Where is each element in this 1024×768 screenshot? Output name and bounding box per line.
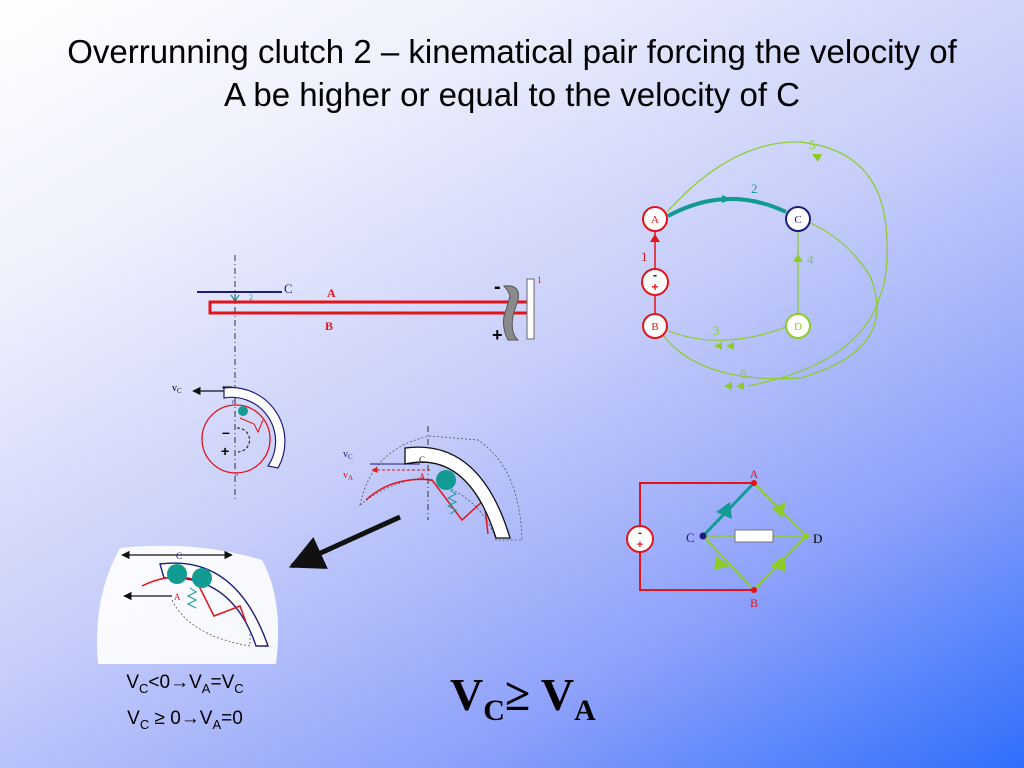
node-a-label: A [651, 214, 659, 226]
sign-minus-2: – [222, 424, 230, 440]
edge-6-label: 6 [740, 366, 747, 381]
label-b: B [235, 473, 239, 478]
arrow-5 [812, 154, 822, 162]
dotted-outline [171, 599, 251, 647]
node-d [803, 533, 809, 539]
vc-label: vC [172, 383, 182, 395]
edge-3 [665, 326, 787, 341]
roller [238, 406, 248, 416]
edge-1-label: 1 [641, 249, 648, 264]
wire-top [639, 482, 754, 527]
spring [446, 489, 458, 515]
inner-race-a [365, 478, 489, 535]
label-b: B [750, 596, 758, 610]
source-minus: - [638, 527, 642, 539]
node-c [785, 206, 811, 232]
source-plus: + [651, 280, 658, 294]
white-lens [96, 545, 279, 664]
label-a: A [750, 467, 759, 481]
label-a: A [419, 472, 426, 482]
label-c: C [232, 400, 236, 406]
source-plus: + [637, 539, 643, 551]
condition-line-2: VC ≥ 0→VA=0 [127, 707, 243, 732]
label-c: C [284, 281, 293, 296]
label-2: 2 [249, 293, 253, 302]
label-c: C [176, 551, 182, 561]
cam-profile [239, 417, 264, 434]
label-c: C [419, 455, 425, 465]
sign-minus: - [494, 276, 501, 298]
label-1: 1 [537, 275, 542, 285]
node-d-label: D [794, 321, 802, 333]
arrow-2 [722, 195, 732, 203]
zoom-clutch: C A [96, 545, 279, 664]
arrow-6b [724, 382, 732, 390]
node-c [699, 532, 707, 540]
diode-c-b [714, 556, 730, 570]
source-minus: - [653, 268, 657, 282]
main-inequality: VC≥ VA [450, 669, 596, 728]
roller-2 [192, 568, 212, 588]
wire-bottom [639, 551, 754, 591]
node-d [785, 313, 811, 339]
brake-shoe [502, 285, 520, 341]
sign-plus: + [221, 443, 229, 459]
vc-label: vC [343, 449, 353, 461]
roller-1 [167, 564, 187, 584]
arrow-6a [736, 382, 744, 390]
va-label: vA [343, 470, 353, 482]
node-c-label: C [794, 214, 801, 226]
node-b [642, 313, 668, 339]
shaft-mechanism: C 2 A B 1 - + [197, 255, 542, 500]
diode-c-a [716, 502, 732, 519]
edge-5 [666, 141, 888, 387]
condition-line-1: VC<0→VA=VC [126, 672, 244, 696]
label-b: B [325, 319, 333, 333]
source-symbol [641, 268, 669, 296]
edge-3-label: 3 [713, 323, 720, 338]
node-a [751, 480, 757, 486]
roller [436, 470, 456, 490]
edge-6 [662, 221, 878, 380]
rotation-arrow [236, 427, 250, 453]
spring [186, 587, 198, 609]
outer-ring-c [223, 386, 286, 469]
label-c: C [686, 530, 695, 545]
label-d: D [813, 531, 822, 546]
outer-race-c [404, 446, 511, 539]
sign-plus: + [492, 325, 503, 345]
node-b [751, 587, 757, 593]
slide-title: Overrunning clutch 2 – kinematical pair … [67, 33, 957, 113]
edge-2-label: 2 [751, 181, 758, 196]
arrow-1 [650, 234, 660, 242]
edge-5-label: 5 [809, 137, 816, 152]
node-a [642, 206, 668, 232]
edge-2 [667, 197, 787, 218]
arrow-3b [726, 342, 734, 350]
shaft-ab [208, 300, 530, 315]
diode-a-d [772, 502, 786, 518]
arrow-4 [793, 254, 803, 262]
inner-ring-a [201, 404, 271, 474]
zoom-arrow [288, 514, 402, 569]
diode-b-d [770, 556, 786, 572]
arrow-3a [714, 342, 722, 350]
sign-minus: – [222, 376, 233, 398]
label-a: A [174, 592, 181, 602]
velocity-conditions: VC<0→VA=VC VC ≥ 0→VA=0 [80, 668, 290, 740]
kinematic-graph: A C B D - + 1 2 3 4 5 6 [641, 137, 888, 390]
mid-clutch: vC vA C A [343, 426, 523, 541]
ground-plate [526, 278, 535, 340]
small-clutch: vC – C – + B [172, 376, 286, 478]
label-a: A [327, 286, 336, 300]
diode-bridge: - + A B C D [626, 467, 822, 610]
node-b-label: B [651, 321, 658, 333]
resistor [734, 529, 774, 543]
edge-4-label: 4 [807, 252, 814, 267]
source-symbol [626, 525, 654, 553]
branch-c-b [702, 535, 755, 591]
